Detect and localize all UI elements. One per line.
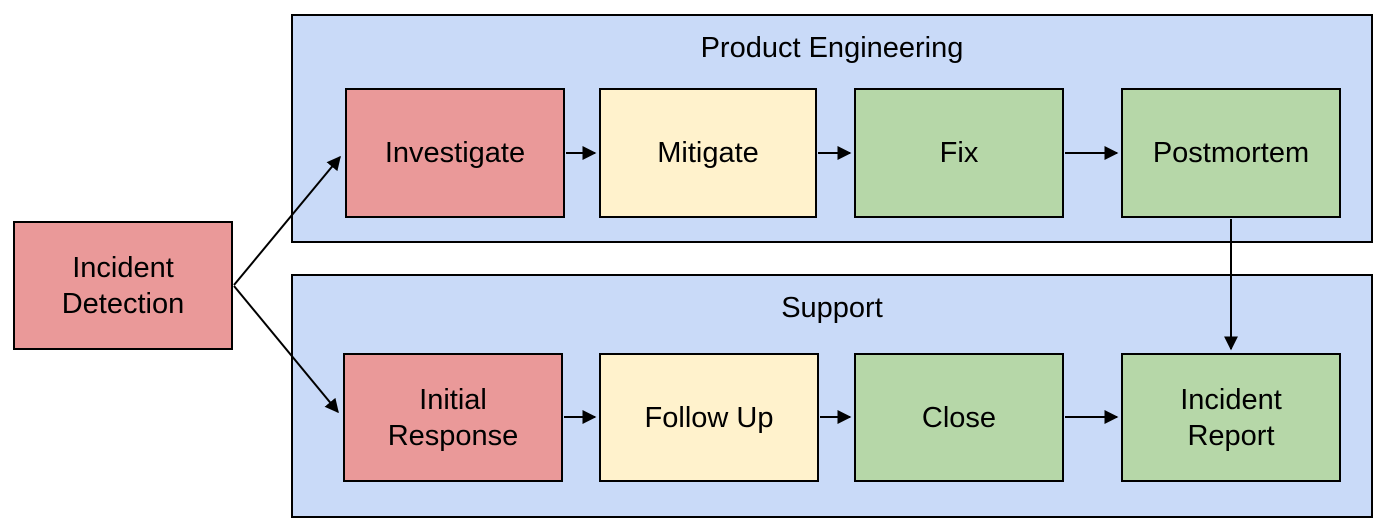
node-follow-up: Follow Up: [599, 353, 819, 482]
lane-product-engineering-title: Product Engineering: [700, 32, 964, 64]
node-incident-detection: Incident Detection: [13, 221, 233, 350]
node-initial-response: Initial Response: [343, 353, 563, 482]
node-close: Close: [854, 353, 1064, 482]
node-postmortem: Postmortem: [1121, 88, 1341, 218]
node-mitigate: Mitigate: [599, 88, 817, 218]
lane-support-title: Support: [781, 292, 883, 324]
node-investigate: Investigate: [345, 88, 565, 218]
node-incident-report: Incident Report: [1121, 353, 1341, 482]
node-fix: Fix: [854, 88, 1064, 218]
